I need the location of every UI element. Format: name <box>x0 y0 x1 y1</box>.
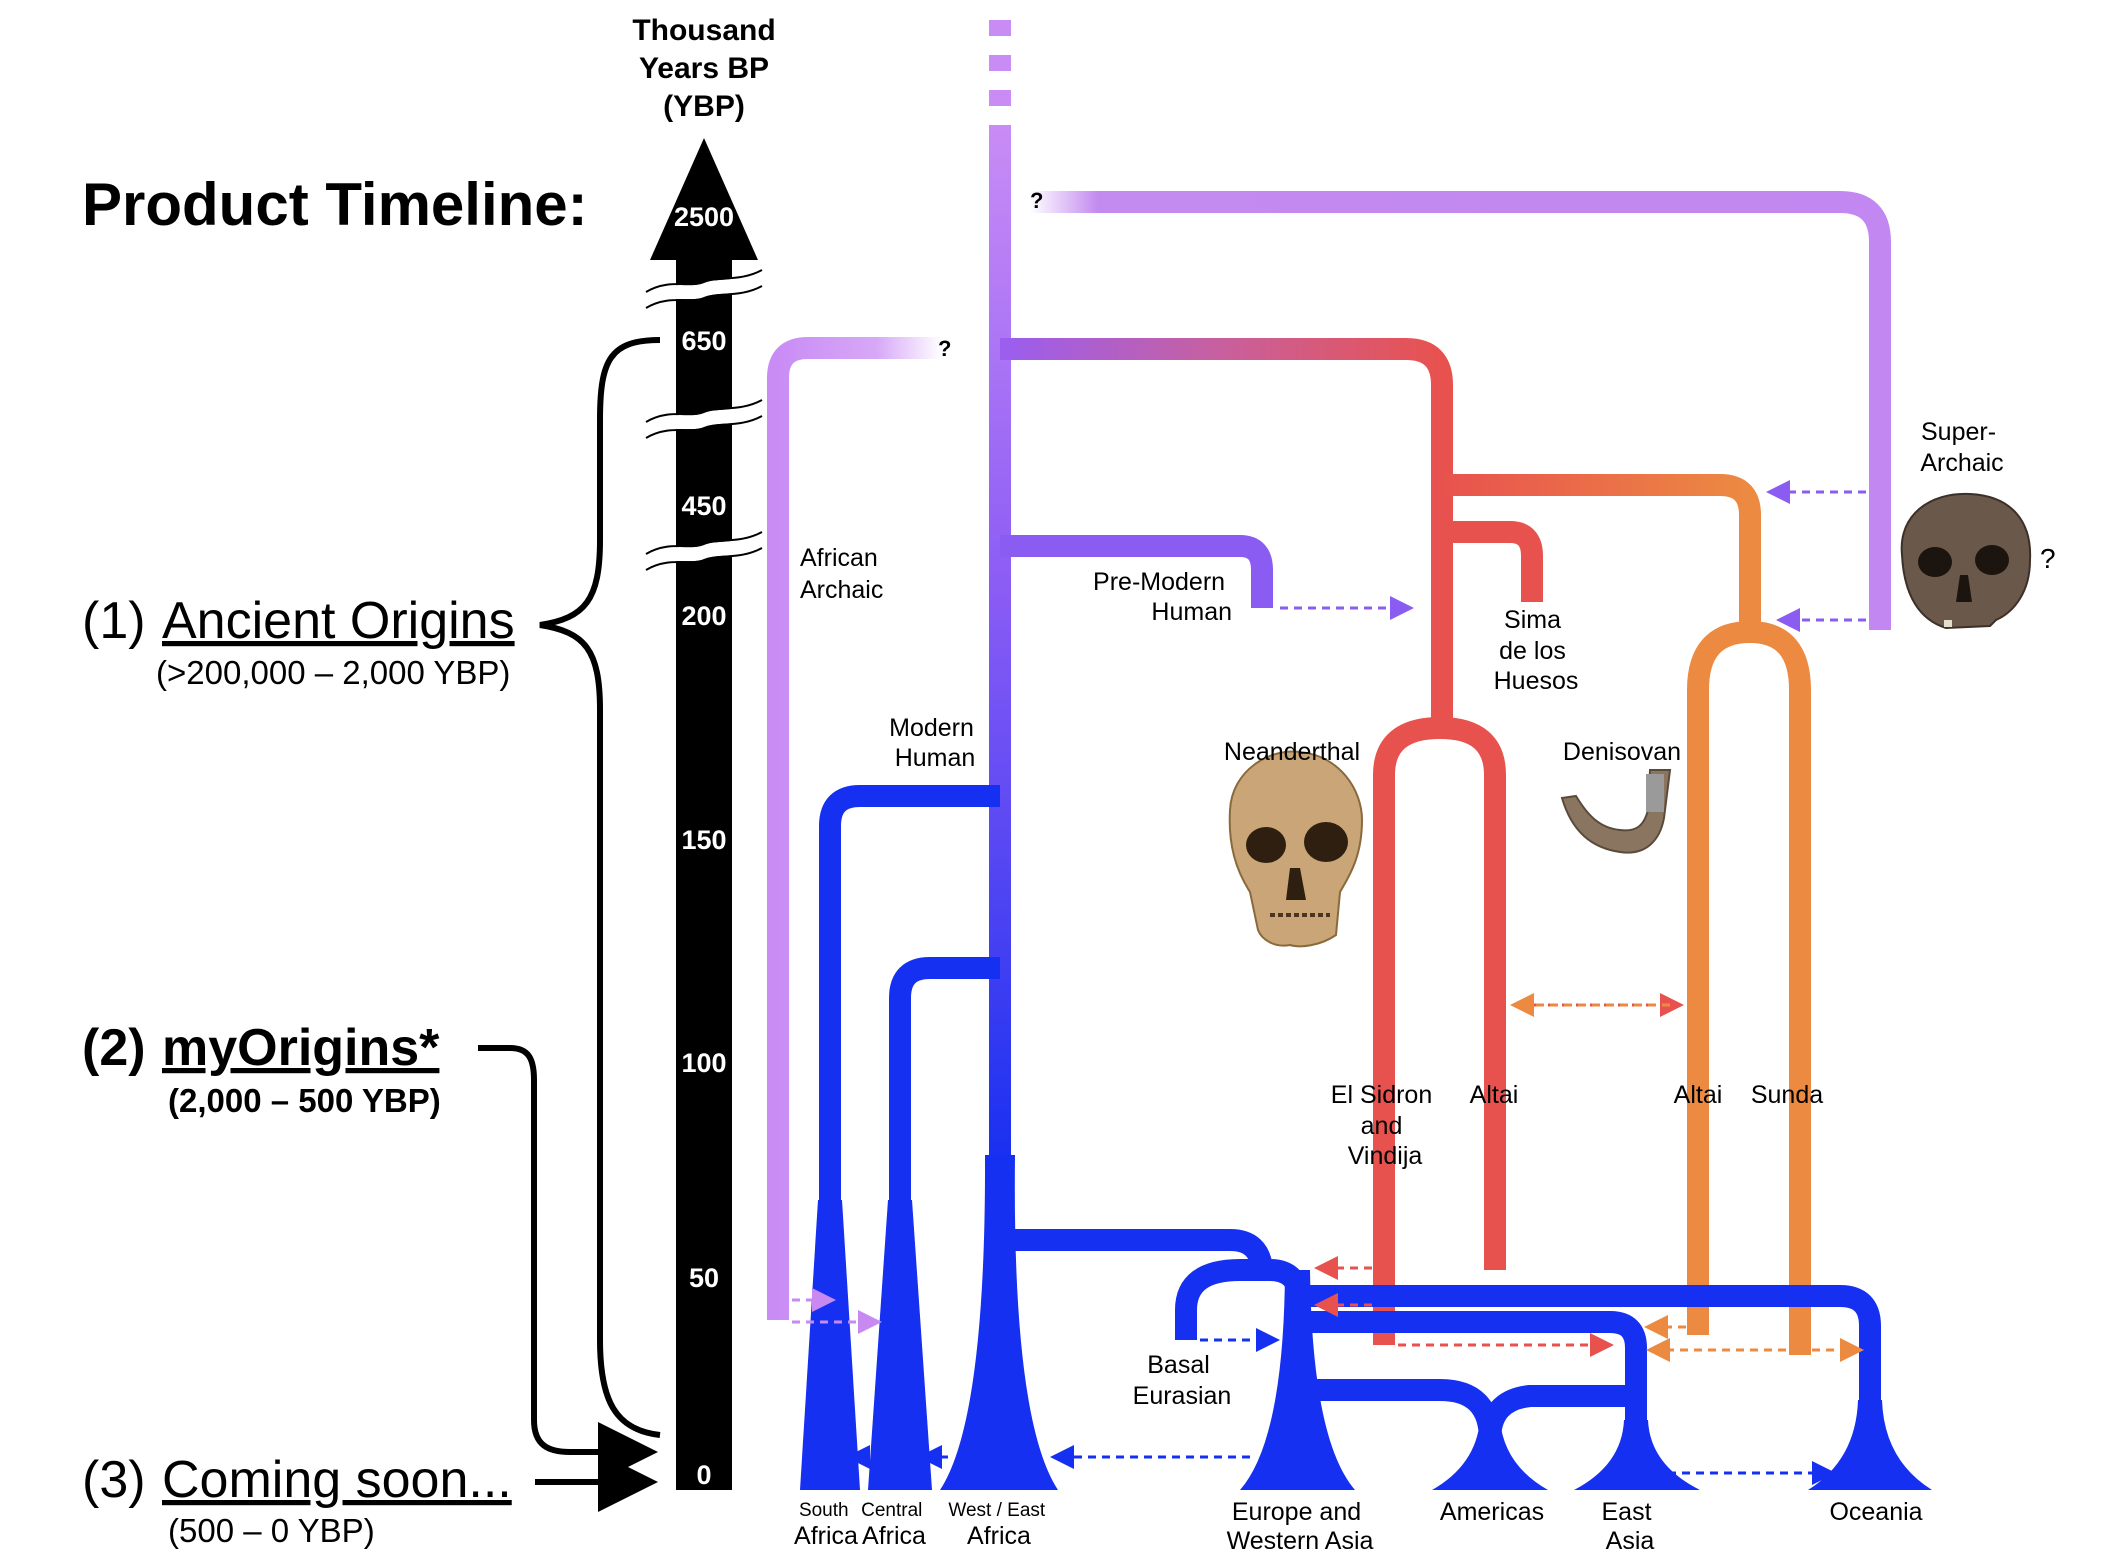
product-myorigins: (2) myOrigins* (2,000 – 500 YBP) <box>82 1019 441 1119</box>
denisovan-altai-label: Altai <box>1674 1081 1723 1109</box>
denisovan-fork <box>1687 620 1811 1355</box>
population-oceania: Oceania <box>1829 1498 1922 1526</box>
question-mark: ? <box>1030 188 1043 213</box>
population-south-africa: South Africa <box>794 1500 858 1549</box>
archaic-main-branch <box>1000 338 1453 720</box>
denisovan-label: Denisovan <box>1563 738 1681 766</box>
axis-break <box>642 271 766 307</box>
neanderthal-label: Neanderthal <box>1224 738 1360 766</box>
trunk-dash <box>989 90 1011 106</box>
super-archaic-skull-icon <box>1900 492 2032 630</box>
axis-tick-label: 50 <box>689 1263 719 1293</box>
axis-title-line: Years BP <box>639 52 769 85</box>
axis-tick-label: 150 <box>681 825 726 855</box>
product-range: (500 – 0 YBP) <box>168 1512 375 1549</box>
axis-tick-label: 100 <box>681 1048 726 1078</box>
basal-eurasian-branch <box>1175 1259 1311 1340</box>
neanderthal-altai-label: Altai <box>1470 1081 1519 1109</box>
west-east-africa-cone <box>940 1155 1058 1490</box>
question-mark: ? <box>938 336 951 361</box>
oceania-branch <box>1289 1285 1881 1420</box>
axis-break <box>642 401 766 437</box>
trunk-dash <box>989 55 1011 71</box>
question-mark: ? <box>2040 543 2056 574</box>
el-sidron-label: El Sidron and Vindija <box>1331 1081 1439 1170</box>
denisovan-branch <box>1442 474 1761 640</box>
sunda-label: Sunda <box>1751 1081 1823 1109</box>
product-name: myOrigins* <box>162 1019 440 1077</box>
trunk-dash <box>989 20 1011 36</box>
product-range: (>200,000 – 2,000 YBP) <box>156 654 510 691</box>
axis-title-line: Thousand <box>632 14 775 47</box>
east-asia-cone <box>1574 1420 1700 1490</box>
product-name: Ancient Origins <box>162 592 515 650</box>
sima-label: Sima de los Huesos <box>1494 606 1579 695</box>
axis-tick-label: 0 <box>696 1460 711 1490</box>
axis-tick-label: 450 <box>681 491 726 521</box>
lineage-tree <box>767 20 1932 1490</box>
product-number: (2) <box>82 1019 146 1077</box>
time-axis-arrowhead <box>650 138 758 260</box>
axis-tick-label: 650 <box>681 326 726 356</box>
population-americas: Americas <box>1440 1498 1544 1526</box>
south-africa-cone <box>800 1200 860 1490</box>
gene-flow-arrows <box>792 480 1866 1485</box>
population-central-africa: Central Africa <box>861 1500 927 1549</box>
pre-modern-label: Pre-Modern Human <box>1093 568 1232 626</box>
population-west-east-africa: West / East Africa <box>948 1500 1049 1549</box>
population-east-asia: East Asia <box>1602 1498 1659 1549</box>
product-name: Coming soon... <box>162 1451 512 1509</box>
basal-eurasian-label: Basal Eurasian <box>1133 1351 1232 1410</box>
axis-tick-label: 2500 <box>674 202 734 232</box>
african-archaic-label: African Archaic <box>800 544 885 604</box>
neanderthal-fork <box>1373 716 1506 1345</box>
african-archaic-branch <box>767 337 942 1320</box>
oceania-cone <box>1808 1400 1932 1490</box>
americas-cone <box>1432 1420 1548 1490</box>
denisovan-jaw-icon <box>1560 769 1672 854</box>
time-axis-bar <box>676 232 732 1490</box>
product-number: (3) <box>82 1451 146 1509</box>
sima-branch <box>1442 521 1543 602</box>
super-archaic-branch <box>1030 191 1891 630</box>
axis-tick-label: 200 <box>681 601 726 631</box>
page-title: Product Timeline: <box>82 171 588 238</box>
axis-break <box>642 533 766 569</box>
americas-branch <box>1310 1379 1636 1441</box>
modern-human-label: Modern Human <box>889 714 981 772</box>
ancient-origins-brace <box>539 337 661 1438</box>
product-number: (1) <box>82 592 146 650</box>
main-trunk <box>989 125 1011 1155</box>
population-europe: Europe and Western Asia <box>1227 1498 1374 1549</box>
pre-modern-branch <box>1000 535 1273 608</box>
east-eurasian-branch <box>1300 1311 1647 1430</box>
europe-cone <box>1240 1270 1355 1490</box>
modern-south-branch <box>819 785 1000 1240</box>
time-axis: Thousand Years BP (YBP) 2500 650 450 200… <box>632 14 776 1490</box>
myorigins-connector <box>478 1045 658 1482</box>
product-range: (2,000 – 500 YBP) <box>168 1082 441 1119</box>
central-africa-cone <box>868 1200 932 1490</box>
product-ancient-origins: (1) Ancient Origins (>200,000 – 2,000 YB… <box>82 592 515 691</box>
product-coming-soon: (3) Coming soon... (500 – 0 YBP) <box>82 1451 512 1549</box>
super-archaic-label: Super- Archaic <box>1920 418 2003 477</box>
modern-central-branch <box>889 957 1000 1240</box>
neanderthal-skull-icon <box>1228 750 1364 948</box>
axis-title-line: (YBP) <box>663 90 745 123</box>
